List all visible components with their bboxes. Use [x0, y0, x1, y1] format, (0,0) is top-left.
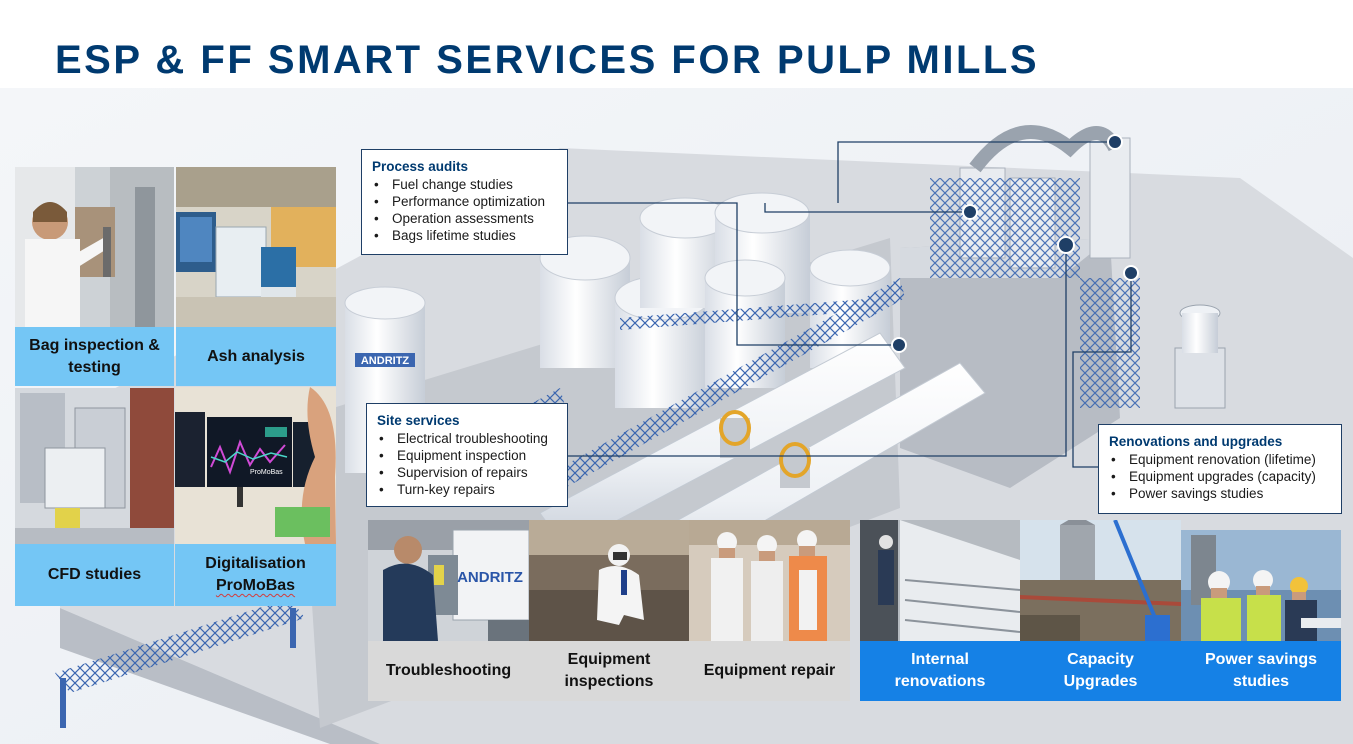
- ash-analysis-photo: [176, 167, 336, 327]
- tile-label-line: Upgrades: [1063, 673, 1138, 690]
- list-item: Performance optimization: [372, 193, 557, 210]
- tile-capacity-upgrades: Capacity Upgrades: [1020, 520, 1181, 701]
- tile-label: Digitalisation ProMoBas: [175, 544, 336, 606]
- tile-label-line: testing: [68, 358, 121, 376]
- tile-label: Equipment inspections: [529, 641, 689, 701]
- tile-label-line: Troubleshooting: [385, 662, 512, 679]
- process-audits-heading: Process audits: [372, 159, 469, 174]
- tile-label: Internal renovations: [860, 641, 1020, 701]
- tile-power-savings: Power savings studies: [1181, 530, 1341, 701]
- site-services-heading: Site services: [377, 413, 460, 428]
- equipment-repair-photo: [689, 520, 850, 641]
- tile-equipment-inspections: Equipment inspections: [529, 520, 689, 701]
- renovations-callout: Renovations and upgrades Equipment renov…: [1098, 424, 1342, 514]
- tile-label: Power savings studies: [1181, 641, 1341, 701]
- tile-label: Capacity Upgrades: [1020, 641, 1181, 701]
- tile-label-line: Ash analysis: [207, 347, 305, 365]
- digitalisation-photo: ProMoBas: [175, 387, 336, 544]
- tile-label-line: Power savings: [1204, 651, 1318, 668]
- tile-label-line: Digitalisation: [205, 555, 306, 572]
- list-item: Equipment upgrades (capacity): [1109, 468, 1331, 485]
- list-item: Supervision of repairs: [377, 464, 557, 481]
- tile-label: CFD studies: [15, 544, 174, 606]
- list-item: Equipment inspection: [377, 447, 557, 464]
- troubleshooting-photo: ANDRITZ: [368, 520, 529, 641]
- tile-label-line: Bag inspection &: [29, 336, 160, 354]
- tile-label-line: Equipment repair: [703, 662, 836, 679]
- tile-troubleshooting: ANDRITZ Troubleshooting: [368, 520, 529, 701]
- tile-label-line: Capacity: [1067, 651, 1134, 668]
- tile-label: Ash analysis: [176, 327, 336, 386]
- renovations-list: Equipment renovation (lifetime) Equipmen…: [1109, 451, 1331, 502]
- internal-renovations-photo: [860, 520, 1020, 641]
- silo-logo: ANDRITZ: [361, 355, 410, 367]
- cfd-studies-photo: [15, 388, 174, 544]
- tile-label: Equipment repair: [689, 641, 850, 701]
- tile-digitalisation: ProMoBas Digitalisation ProMoBas: [175, 387, 336, 606]
- tile-label-line: renovations: [894, 673, 986, 690]
- tile-label-line: studies: [1232, 673, 1289, 690]
- tile-bag-inspection: Bag inspection & testing: [15, 167, 174, 386]
- capacity-upgrades-photo: [1020, 520, 1181, 641]
- bag-inspection-photo: [15, 167, 174, 327]
- renovations-heading: Renovations and upgrades: [1109, 434, 1283, 449]
- tile-label-line: CFD studies: [47, 566, 142, 583]
- tile-equipment-repair: Equipment repair: [689, 520, 850, 701]
- list-item: Electrical troubleshooting: [377, 430, 557, 447]
- list-item: Operation assessments: [372, 210, 557, 227]
- power-savings-photo: [1181, 530, 1341, 641]
- list-item: Fuel change studies: [372, 176, 557, 193]
- screen-text: ProMoBas: [250, 469, 283, 476]
- tile-label-line: inspections: [564, 673, 654, 690]
- tile-label: Bag inspection & testing: [15, 327, 174, 386]
- site-services-callout: Site services Electrical troubleshooting…: [366, 403, 568, 507]
- tile-label-line: Equipment: [567, 651, 651, 668]
- andritz-panel-text: ANDRITZ: [457, 569, 523, 586]
- process-audits-list: Fuel change studies Performance optimiza…: [372, 176, 557, 244]
- list-item: Turn-key repairs: [377, 481, 557, 498]
- page-title: ESP & FF SMART SERVICES FOR PULP MILLS: [55, 38, 1040, 82]
- tile-cfd-studies: CFD studies: [15, 388, 174, 606]
- process-audits-callout: Process audits Fuel change studies Perfo…: [361, 149, 568, 255]
- list-item: Power savings studies: [1109, 485, 1331, 502]
- list-item: Equipment renovation (lifetime): [1109, 451, 1331, 468]
- list-item: Bags lifetime studies: [372, 227, 557, 244]
- tile-internal-renovations: Internal renovations: [860, 520, 1020, 701]
- site-services-list: Electrical troubleshooting Equipment ins…: [377, 430, 557, 498]
- tile-label-line: ProMoBas: [215, 577, 296, 594]
- tile-ash-analysis: Ash analysis: [176, 167, 336, 386]
- tile-label: Troubleshooting: [368, 641, 529, 701]
- tile-label-line: Internal: [911, 651, 969, 668]
- equipment-inspections-photo: [529, 520, 689, 641]
